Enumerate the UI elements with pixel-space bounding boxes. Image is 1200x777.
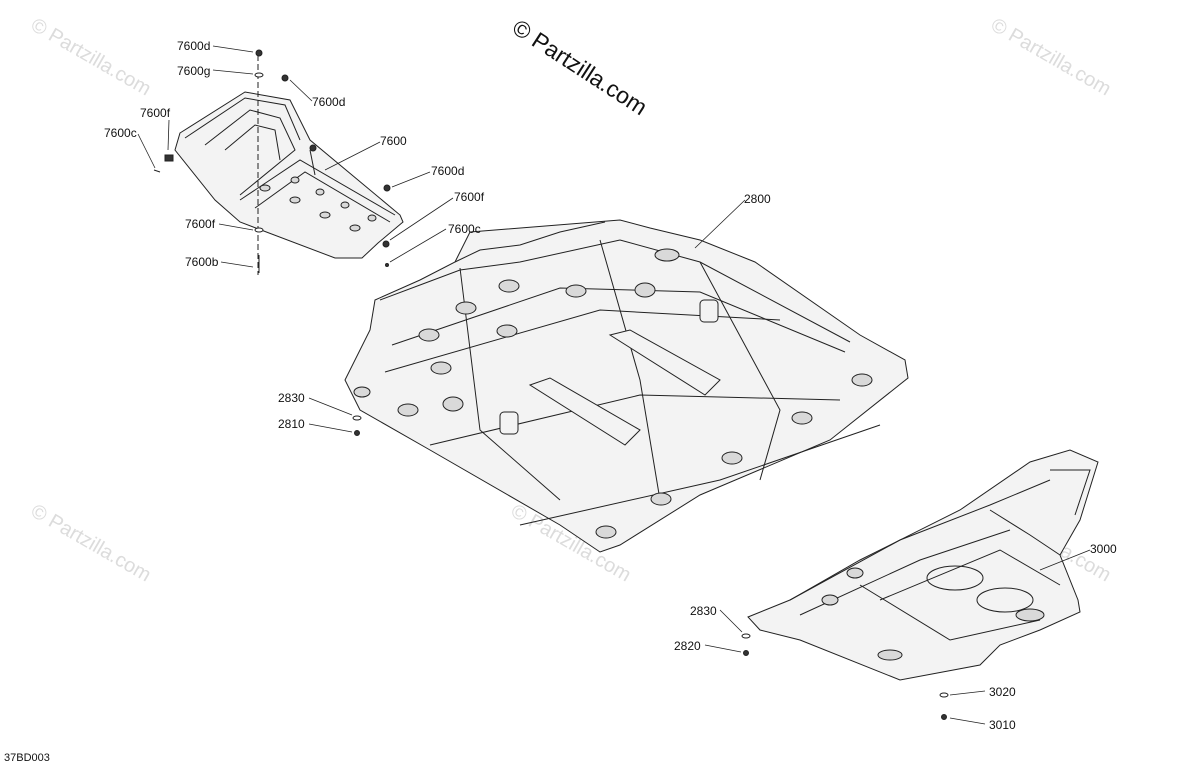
callout-7600g[interactable]: 7600g bbox=[177, 64, 211, 78]
callout-3020[interactable]: 3020 bbox=[989, 685, 1016, 699]
callout-2830-right[interactable]: 2830 bbox=[690, 604, 717, 618]
callout-2810[interactable]: 2810 bbox=[278, 417, 305, 431]
callout-7600f-mid[interactable]: 7600f bbox=[454, 190, 485, 204]
callout-7600c-mid[interactable]: 7600c bbox=[448, 222, 481, 236]
washer-2830-right bbox=[741, 633, 751, 639]
skid-plate-2800 bbox=[344, 219, 909, 553]
callout-7600d-right[interactable]: 7600d bbox=[312, 95, 346, 109]
callout-2820[interactable]: 2820 bbox=[674, 639, 701, 653]
hardware-7600 bbox=[153, 49, 391, 275]
skid-plate-3000 bbox=[747, 449, 1099, 681]
screw-2820 bbox=[743, 650, 749, 656]
callout-2800[interactable]: 2800 bbox=[744, 192, 771, 206]
skid-plate-7600 bbox=[174, 91, 404, 259]
callout-7600f-left[interactable]: 7600f bbox=[185, 217, 216, 231]
screw-3010 bbox=[941, 714, 947, 720]
callout-2830-left[interactable]: 2830 bbox=[278, 391, 305, 405]
callout-7600c-left[interactable]: 7600c bbox=[104, 126, 137, 140]
washer-2830-left bbox=[352, 415, 362, 421]
callout-3010[interactable]: 3010 bbox=[989, 718, 1016, 732]
screw-2810 bbox=[354, 430, 360, 436]
callout-7600b[interactable]: 7600b bbox=[185, 255, 219, 269]
callout-7600d-mid[interactable]: 7600d bbox=[431, 164, 465, 178]
callout-3000[interactable]: 3000 bbox=[1090, 542, 1117, 556]
callout-7600d-top[interactable]: 7600d bbox=[177, 39, 211, 53]
drawing-code: 37BD003 bbox=[4, 752, 50, 764]
callout-7600f-top[interactable]: 7600f bbox=[140, 106, 171, 120]
callout-7600[interactable]: 7600 bbox=[380, 134, 407, 148]
leader-lines bbox=[137, 45, 1091, 725]
washer-3020 bbox=[939, 692, 949, 698]
